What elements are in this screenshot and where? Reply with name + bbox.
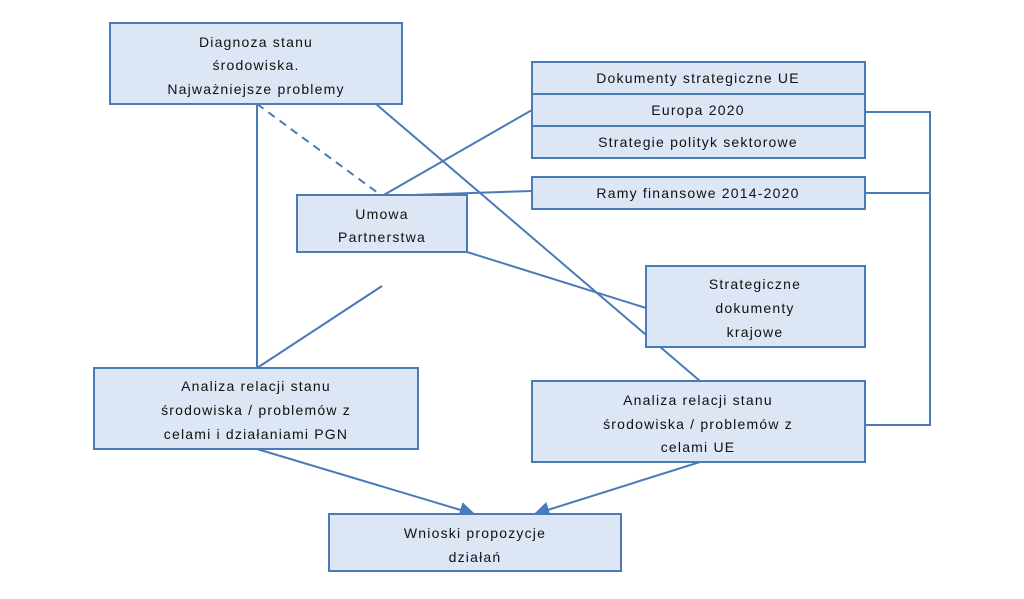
node-ramy-finansowe: Ramy finansowe 2014-2020 <box>531 176 866 210</box>
node-analiza-ue: Analiza relacji stanu środowiska / probl… <box>531 380 866 463</box>
node-strategiczne-krajowe: Strategiczne dokumenty krajowe <box>645 265 866 348</box>
node-analiza-pgn: Analiza relacji stanu środowiska / probl… <box>93 367 419 450</box>
node-strategiczne-krajowe-line-2: dokumenty <box>715 300 794 316</box>
node-analiza-ue-line-1: Analiza relacji stanu <box>623 392 773 408</box>
node-strategiczne-krajowe-line-1: Strategiczne <box>709 276 801 292</box>
node-dokumenty-ue-label: Dokumenty strategiczne UE <box>596 70 800 86</box>
node-analiza-ue-line-2: środowiska / problemów z <box>603 416 793 432</box>
node-umowa-partnerstwa: Umowa Partnerstwa <box>296 194 468 253</box>
connector-diagnoza-to-umowa-dashed <box>256 103 383 197</box>
node-analiza-pgn-line-3: celami i działaniami PGN <box>164 426 348 442</box>
node-wnioski: Wnioski propozycje działań <box>328 513 622 572</box>
node-analiza-pgn-line-2: środowiska / problemów z <box>161 402 351 418</box>
connector-right-bracket <box>865 111 931 426</box>
node-analiza-pgn-line-1: Analiza relacji stanu <box>181 378 331 394</box>
node-wnioski-line-2: działań <box>449 549 502 565</box>
node-diagnoza-line-3: Najważniejsze problemy <box>167 81 344 97</box>
node-diagnoza-line-1: Diagnoza stanu <box>199 34 313 50</box>
node-strategie-sektorowe-label: Strategie polityk sektorowe <box>598 134 798 150</box>
connector-umowa-to-dokumenty-ue <box>381 109 533 197</box>
connector-umowa-to-strategiczne-krajowe <box>466 251 647 309</box>
node-dokumenty-ue-stack: Dokumenty strategiczne UE Europa 2020 St… <box>531 61 866 159</box>
node-europa2020-label: Europa 2020 <box>651 102 744 118</box>
node-diagnoza-line-2: środowiska. <box>212 57 299 73</box>
node-umowa-line-2: Partnerstwa <box>338 229 426 245</box>
node-strategiczne-krajowe-line-3: krajowe <box>727 324 784 340</box>
node-wnioski-line-1: Wnioski propozycje <box>404 525 546 541</box>
node-umowa-line-1: Umowa <box>355 206 408 222</box>
connector-umowa-to-analiza-pgn <box>256 285 383 369</box>
arrow-analiza-ue-to-wnioski <box>533 461 701 518</box>
node-analiza-ue-line-3: celami UE <box>661 439 736 455</box>
node-diagnoza: Diagnoza stanu środowiska. Najważniejsze… <box>109 22 403 105</box>
node-ramy-finansowe-label: Ramy finansowe 2014-2020 <box>596 185 799 201</box>
arrow-analiza-pgn-to-wnioski <box>256 448 476 518</box>
